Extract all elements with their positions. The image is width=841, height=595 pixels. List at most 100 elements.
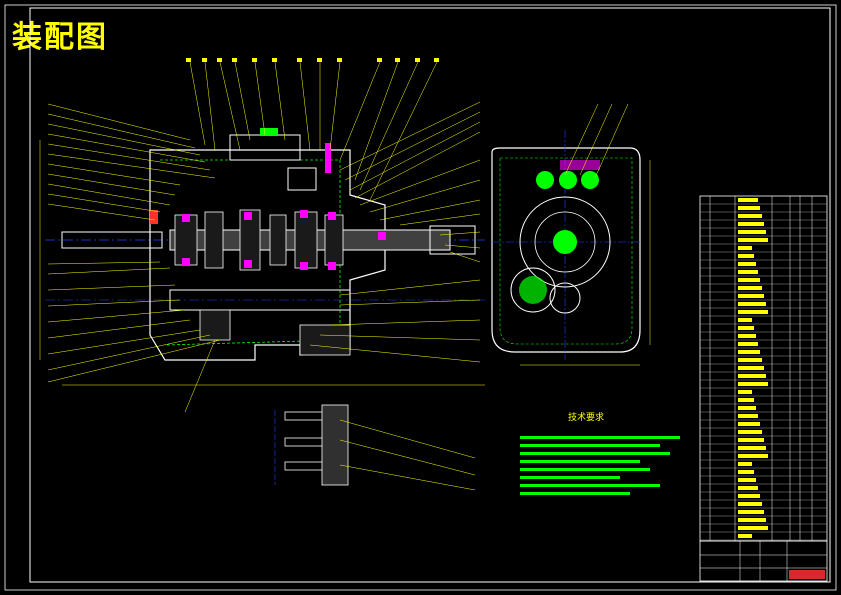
- parts-cell-text: [738, 446, 766, 450]
- parts-cell-text: [738, 478, 756, 482]
- side-housing: [491, 147, 641, 353]
- bearing: [328, 212, 336, 220]
- item-balloons: [186, 58, 439, 62]
- parts-cell-text: [738, 414, 758, 418]
- parts-cell-text: [738, 262, 756, 266]
- parts-cell-text: [738, 398, 754, 402]
- main-gear-side: [519, 196, 611, 288]
- parts-cell-text: [738, 230, 766, 234]
- parts-cell-text: [738, 350, 760, 354]
- shift-knob: [260, 128, 278, 136]
- main-section-view: [39, 128, 485, 386]
- parts-cell-text: [738, 454, 768, 458]
- side-view: [491, 103, 651, 366]
- parts-cell-text: [738, 358, 762, 362]
- parts-cell-text: [738, 462, 752, 466]
- bearing: [300, 262, 308, 270]
- parts-cell-text: [738, 486, 758, 490]
- shift-cover: [229, 134, 301, 161]
- tech-note-line: [520, 460, 640, 463]
- tech-note-line: [520, 468, 650, 471]
- shift-rod: [325, 143, 331, 173]
- shaft-hub: [553, 230, 577, 254]
- parts-cell-text: [738, 254, 754, 258]
- parts-cell-text: [738, 334, 756, 338]
- parts-cell-text: [738, 342, 758, 346]
- side-housing-inner: [499, 157, 633, 345]
- parts-cell-text: [738, 390, 752, 394]
- parts-cell-text: [738, 270, 758, 274]
- shift-rail-3: [581, 171, 599, 189]
- parts-cell-text: [738, 214, 762, 218]
- tech-note-line: [520, 444, 660, 447]
- countershaft: [169, 289, 351, 311]
- parts-cell-text: [738, 526, 768, 530]
- tech-note-line: [520, 452, 670, 455]
- shift-rail-1: [536, 171, 554, 189]
- parts-cell-text: [738, 222, 764, 226]
- parts-cell-text: [738, 286, 762, 290]
- parts-cell-text: [738, 246, 752, 250]
- shift-rail-2: [559, 171, 577, 189]
- reverse-gear: [299, 324, 351, 356]
- top-leaders: [189, 61, 438, 201]
- parts-cell-text: [738, 374, 766, 378]
- parts-cell-text: [738, 470, 754, 474]
- title-block: [699, 540, 828, 582]
- bearing: [378, 232, 386, 240]
- countershaft-gear: [199, 309, 231, 341]
- inner-border: [29, 7, 831, 583]
- parts-cell-text: [738, 382, 768, 386]
- parts-cell-text: [738, 326, 754, 330]
- parts-cell-text: [738, 238, 768, 242]
- shift-fork-housing: [287, 167, 317, 191]
- tech-requirements-title: 技术要求: [568, 413, 605, 423]
- parts-cell-text: [738, 422, 760, 426]
- drawing-title: 装配图: [12, 20, 108, 55]
- input-shaft: [61, 231, 163, 249]
- parts-cell-text: [738, 206, 760, 210]
- tech-note-line: [520, 436, 680, 439]
- parts-cell-text: [738, 366, 764, 370]
- gear-3: [239, 209, 261, 271]
- outer-border: [4, 4, 837, 591]
- parts-list: [699, 195, 828, 542]
- gear-5: [294, 211, 318, 269]
- parts-cell-text: [738, 502, 762, 506]
- countershaft-gear-side: [510, 267, 556, 313]
- bearing: [244, 212, 252, 220]
- parts-cell-text: [738, 302, 766, 306]
- tech-note-line: [520, 492, 630, 495]
- parts-cell-text: [738, 438, 764, 442]
- seal: [150, 210, 158, 224]
- parts-cell-text: [738, 518, 766, 522]
- bearing: [182, 258, 190, 266]
- parts-cell-text: [738, 278, 760, 282]
- gear-4: [269, 214, 287, 266]
- gear-1: [174, 214, 198, 266]
- bearing: [244, 260, 252, 268]
- parts-cell-text: [738, 430, 762, 434]
- parts-cell-text: [738, 534, 752, 538]
- tech-note-line: [520, 484, 660, 487]
- gear-2: [204, 211, 224, 269]
- bearing: [300, 210, 308, 218]
- bearing: [182, 214, 190, 222]
- parts-cell-text: [738, 494, 760, 498]
- parts-cell-text: [738, 294, 764, 298]
- parts-cell-text: [738, 198, 758, 202]
- parts-cell-text: [738, 318, 752, 322]
- parts-cell-text: [738, 406, 756, 410]
- left-leaders: [47, 103, 221, 383]
- parts-cell-text: [738, 510, 764, 514]
- detail-view: [274, 404, 476, 491]
- parts-rows: [700, 198, 827, 541]
- right-leaders: [184, 101, 481, 413]
- bearing: [328, 262, 336, 270]
- output-flange: [429, 225, 476, 255]
- parts-cell-text: [738, 310, 768, 314]
- gear-6: [324, 214, 344, 266]
- tech-note-line: [520, 476, 620, 479]
